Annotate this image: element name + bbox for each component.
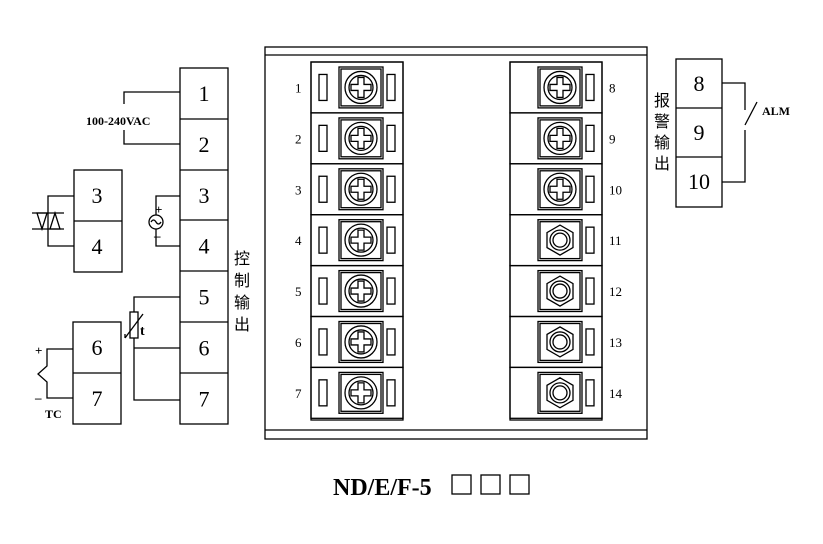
control-output-label: 控 制 输 出 (234, 249, 250, 334)
panel-terminal-10 (509, 163, 603, 216)
main-terminal-label-5: 5 (199, 285, 210, 310)
tc-plus-sign: + (35, 343, 42, 358)
alarm-relay-contact (722, 82, 758, 183)
alarm-terminal-label-10: 10 (688, 169, 710, 194)
panel-terminal-2 (310, 112, 404, 165)
panel-terminal-label-6: 6 (295, 335, 302, 350)
thermocouple-symbol (37, 348, 73, 399)
model-suffix-box (509, 474, 530, 495)
panel-terminal-label-9: 9 (609, 131, 616, 146)
ac-source-symbol (148, 195, 180, 247)
panel-terminal-label-11: 11 (609, 233, 622, 248)
source-minus-sign: – (153, 228, 161, 243)
main-terminal-label-4: 4 (199, 234, 210, 259)
panel-terminal-label-13: 13 (609, 335, 622, 350)
main-terminal-label-6: 6 (199, 336, 210, 361)
main-terminal-label-2: 2 (199, 132, 210, 157)
panel-terminal-13 (509, 315, 603, 369)
source-plus-sign: + (155, 202, 162, 217)
panel-terminal-7 (310, 366, 404, 419)
alarm-terminal-block (675, 58, 723, 208)
tc-terminal-label-6: 6 (92, 335, 103, 360)
panel-terminal-12 (509, 264, 603, 318)
supply-voltage-label: 100-240VAC (86, 114, 150, 128)
svg-text:出: 出 (654, 154, 670, 173)
svg-text:报: 报 (654, 91, 670, 110)
panel-terminal-label-5: 5 (295, 284, 302, 299)
main-terminal-label-1: 1 (199, 81, 210, 106)
panel-terminal-11 (509, 214, 603, 267)
panel-terminal-label-14: 14 (609, 386, 623, 401)
panel-terminal-label-7: 7 (295, 386, 302, 401)
panel-terminal-4 (310, 214, 404, 267)
svg-text:输: 输 (234, 293, 250, 312)
ssr-terminal-label-4: 4 (92, 234, 103, 259)
alarm-terminal-label-8: 8 (694, 71, 705, 96)
ssr-triac-symbol (32, 195, 74, 247)
alarm-output-label: 报 警 输 出 (654, 91, 670, 173)
svg-text:出: 出 (234, 315, 250, 334)
svg-text:控: 控 (234, 249, 250, 268)
panel-terminal-9 (509, 112, 603, 165)
svg-text:制: 制 (234, 271, 250, 290)
main-terminal-label-7: 7 (199, 386, 210, 411)
panel-terminal-label-3: 3 (295, 182, 302, 197)
tc-minus-sign: – (34, 390, 42, 405)
panel-terminal-label-8: 8 (609, 80, 616, 95)
model-suffix-box (451, 474, 472, 495)
tc-terminal-label-7: 7 (92, 386, 103, 411)
thermistor-wiring (124, 296, 180, 401)
alarm-label: ALM (762, 104, 790, 118)
alarm-terminal-label-9: 9 (694, 120, 705, 145)
panel-terminal-label-2: 2 (295, 131, 302, 146)
panel-terminal-label-12: 12 (609, 284, 622, 299)
panel-terminal-8 (509, 61, 603, 114)
tc-terminal-block (72, 321, 122, 425)
svg-text:警: 警 (654, 112, 670, 131)
panel-terminal-3 (310, 163, 404, 216)
panel-terminal-6 (310, 315, 404, 369)
main-terminal-label-3: 3 (199, 183, 210, 208)
panel-terminal-label-10: 10 (609, 182, 622, 197)
panel-terminal-1 (310, 61, 404, 114)
panel-terminal-label-4: 4 (295, 233, 302, 248)
ssr-terminal-label-3: 3 (92, 183, 103, 208)
panel-terminal-label-1: 1 (295, 80, 302, 95)
ssr-terminal-block (73, 169, 123, 273)
svg-text:输: 输 (654, 133, 670, 152)
model-suffix-box (480, 474, 501, 495)
thermistor-label: t (140, 324, 145, 339)
panel-terminal-5 (310, 264, 404, 318)
thermocouple-label: TC (45, 407, 62, 421)
model-name: ND/E/F-5 (333, 475, 432, 501)
panel-terminal-14 (509, 366, 603, 419)
power-supply-wiring (123, 91, 180, 145)
